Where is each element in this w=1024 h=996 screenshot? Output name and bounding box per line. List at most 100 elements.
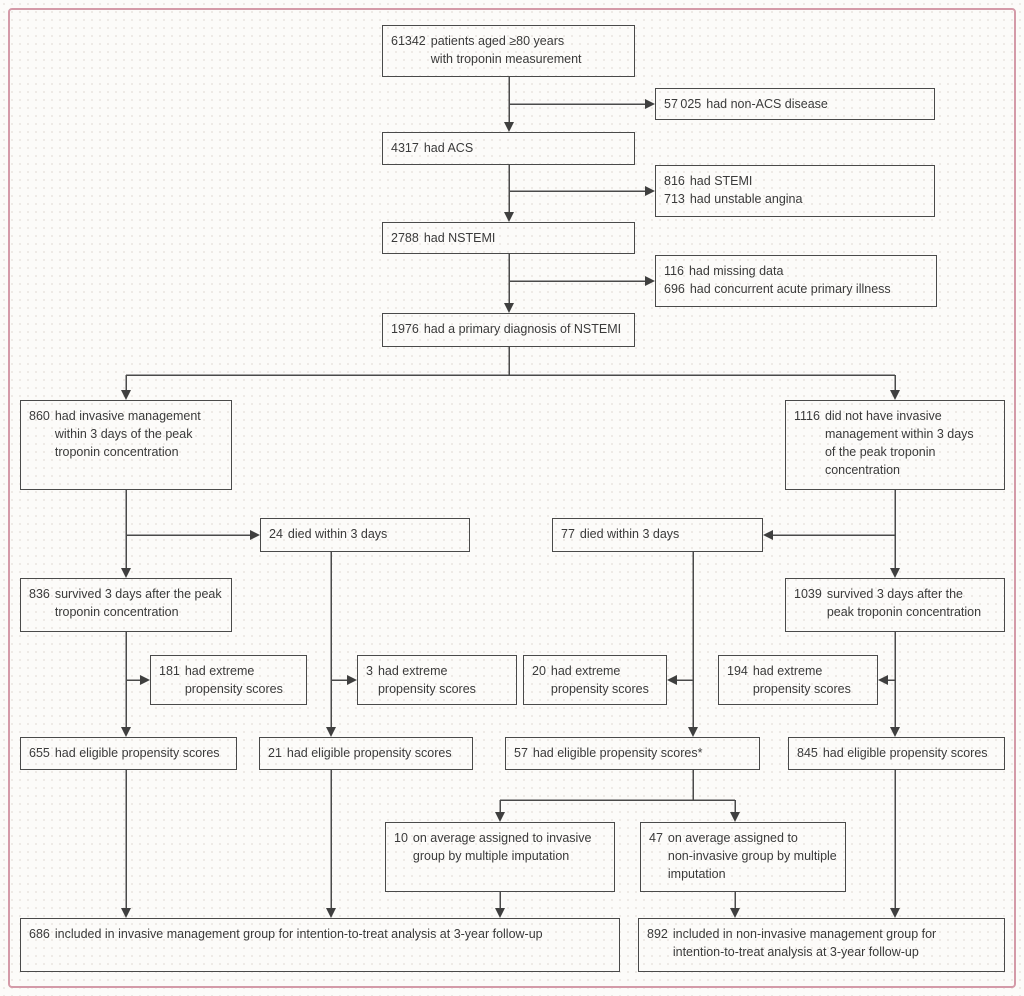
box-non-acs-excluded: 57 025 had non-ACS disease — [655, 88, 935, 120]
count: 1116 — [794, 409, 820, 423]
count: 57 — [514, 746, 528, 760]
label: did not have invasive management within … — [824, 409, 974, 477]
box-extreme-ps-3: 3 had extreme propensity scores — [357, 655, 517, 705]
box-itt-invasive-686: 686 included in invasive management group… — [20, 918, 620, 972]
flow-line: 57 had eligible propensity scores* — [514, 744, 753, 762]
label: had eligible propensity scores — [54, 746, 220, 760]
flow-line: 816 had STEMI — [664, 172, 928, 190]
label: had extreme propensity scores — [377, 664, 476, 696]
flow-line: 3 had extreme propensity scores — [366, 662, 510, 698]
label: had NSTEMI — [423, 231, 496, 245]
count: 181 — [159, 664, 180, 678]
flow-line: 181 had extreme propensity scores — [159, 662, 300, 698]
count: 655 — [29, 746, 50, 760]
count: 1976 — [391, 322, 419, 336]
flow-line: 20 had extreme propensity scores — [532, 662, 660, 698]
label: had eligible propensity scores — [822, 746, 988, 760]
count: 3 — [366, 664, 373, 678]
box-survived-1039: 1039 survived 3 days after the peak tropo… — [785, 578, 1005, 632]
box-itt-non-invasive-892: 892 included in non-invasive management g… — [638, 918, 1005, 972]
count: 194 — [727, 664, 748, 678]
flow-line: 696 had concurrent acute primary illness — [664, 280, 930, 298]
count: 77 — [561, 527, 575, 541]
count: 816 — [664, 174, 685, 188]
label: died within 3 days — [287, 527, 388, 541]
flow-line: 1116 did not have invasive management wit… — [794, 407, 998, 479]
label: had non-ACS disease — [706, 97, 828, 111]
count: 20 — [532, 664, 546, 678]
flow-line: 61342 patients aged ≥80 years with tropon… — [391, 32, 628, 68]
count: 2788 — [391, 231, 419, 245]
count: 24 — [269, 527, 283, 541]
flow-line: 2788 had NSTEMI — [391, 229, 628, 247]
box-extreme-ps-181: 181 had extreme propensity scores — [150, 655, 307, 705]
label: had eligible propensity scores* — [532, 746, 703, 760]
flow-line: 21 had eligible propensity scores — [268, 744, 466, 762]
box-screened-patients: 61342 patients aged ≥80 years with tropon… — [382, 25, 635, 77]
count: 836 — [29, 587, 50, 601]
box-stemi-unstable-angina-excluded: 816 had STEMI 713 had unstable angina — [655, 165, 935, 217]
flow-line: 713 had unstable angina — [664, 190, 928, 208]
label: had eligible propensity scores — [286, 746, 452, 760]
box-eligible-ps-57: 57 had eligible propensity scores* — [505, 737, 760, 770]
label: survived 3 days after the peak troponin … — [826, 587, 982, 619]
flow-line: 10 on average assigned to invasive group … — [394, 829, 608, 865]
count: 686 — [29, 927, 50, 941]
box-died-24: 24 died within 3 days — [260, 518, 470, 552]
flow-line: 836 survived 3 days after the peak tropon… — [29, 585, 225, 621]
flow-line: 686 included in invasive management group… — [29, 925, 613, 943]
flow-line: 1976 had a primary diagnosis of NSTEMI — [391, 320, 628, 338]
box-extreme-ps-20: 20 had extreme propensity scores — [523, 655, 667, 705]
flow-line: 24 died within 3 days — [269, 525, 463, 543]
label: had concurrent acute primary illness — [689, 282, 891, 296]
flow-line: 655 had eligible propensity scores — [29, 744, 230, 762]
label: had missing data — [688, 264, 784, 278]
flow-line: 1039 survived 3 days after the peak tropo… — [794, 585, 998, 621]
label: patients aged ≥80 years with troponin me… — [430, 34, 582, 66]
box-extreme-ps-194: 194 had extreme propensity scores — [718, 655, 878, 705]
label: had STEMI — [689, 174, 753, 188]
flow-line: 845 had eligible propensity scores — [797, 744, 998, 762]
label: had extreme propensity scores — [752, 664, 851, 696]
label: had extreme propensity scores — [184, 664, 283, 696]
flow-line: 77 died within 3 days — [561, 525, 756, 543]
label: had a primary diagnosis of NSTEMI — [423, 322, 622, 336]
label: survived 3 days after the peak troponin … — [54, 587, 222, 619]
label: had extreme propensity scores — [550, 664, 649, 696]
box-died-77: 77 died within 3 days — [552, 518, 763, 552]
count: 696 — [664, 282, 685, 296]
label: on average assigned to invasive group by… — [412, 831, 592, 863]
label: included in invasive management group fo… — [54, 927, 543, 941]
box-primary-nstemi: 1976 had a primary diagnosis of NSTEMI — [382, 313, 635, 347]
label: died within 3 days — [579, 527, 680, 541]
count: 713 — [664, 192, 685, 206]
label: included in non-invasive management grou… — [672, 927, 937, 959]
count: 860 — [29, 409, 50, 423]
flow-line: 57 025 had non-ACS disease — [664, 95, 928, 113]
box-non-invasive-management: 1116 did not have invasive management wit… — [785, 400, 1005, 490]
box-survived-836: 836 survived 3 days after the peak tropon… — [20, 578, 232, 632]
flow-line: 194 had extreme propensity scores — [727, 662, 871, 698]
count: 892 — [647, 927, 668, 941]
label: on average assigned to non-invasive grou… — [667, 831, 837, 881]
count: 61342 — [391, 34, 426, 48]
count: 10 — [394, 831, 408, 845]
count: 845 — [797, 746, 818, 760]
label: had unstable angina — [689, 192, 803, 206]
count: 4317 — [391, 141, 419, 155]
count: 1039 — [794, 587, 822, 601]
box-eligible-ps-845: 845 had eligible propensity scores — [788, 737, 1005, 770]
count: 57 025 — [664, 97, 702, 111]
box-eligible-ps-655: 655 had eligible propensity scores — [20, 737, 237, 770]
count: 21 — [268, 746, 282, 760]
box-imputed-invasive-10: 10 on average assigned to invasive group … — [385, 822, 615, 892]
